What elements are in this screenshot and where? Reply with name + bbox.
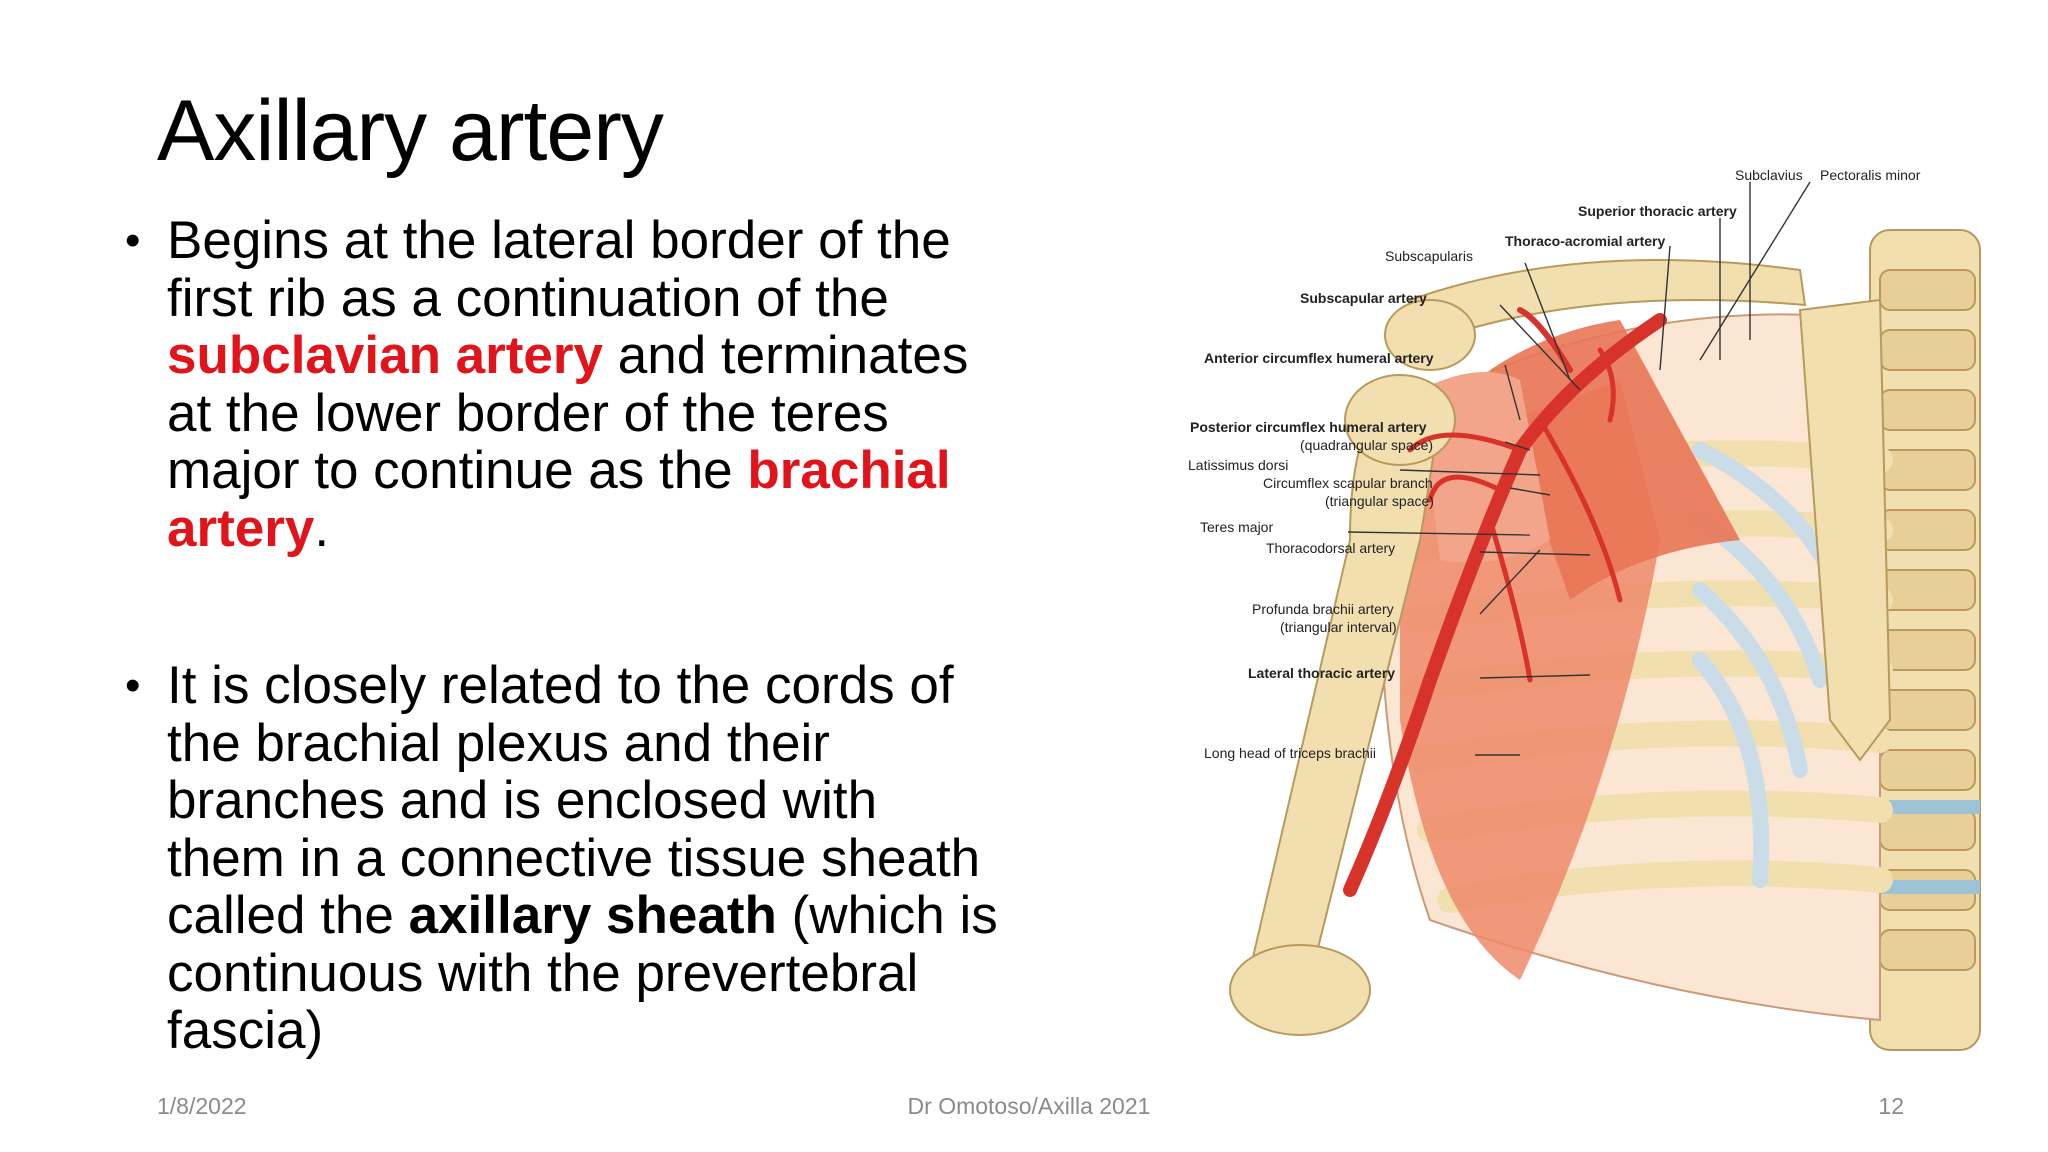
highlight-axillary-sheath: axillary sheath [408,886,777,945]
leader-lines [1347,181,1811,756]
bullet-text: . [314,498,330,558]
bullet-marker: • [125,661,141,710]
acromion [1384,299,1476,371]
label-anterior-circumflex-humeral-artery: Anterior circumflex humeral artery [1204,350,1434,366]
label-profunda-brachii-artery: Profunda brachii artery [1252,601,1394,617]
footer-date: 1/8/2022 [157,1093,247,1119]
bullet-marker: • [125,216,141,265]
arteries [1343,307,1667,897]
sternum [1798,298,1892,762]
highlight-brachial: brachial artery [167,441,951,558]
label-teres-major: Teres major [1200,519,1273,535]
label-pectoralis-minor: Pectoralis minor [1820,167,1921,183]
slide-title: Axillary artery [157,83,664,179]
label-long-head-triceps: Long head of triceps brachii [1204,745,1376,761]
label-subscapular-artery: Subscapular artery [1300,290,1427,306]
label-superior-thoracic-artery: Superior thoracic artery [1578,203,1737,219]
bullet-item: • It is closely related to the cords of … [125,657,1005,1060]
label-thoraco-acromial-artery: Thoraco-acromial artery [1505,233,1665,249]
footer-page-number: 12 [1878,1093,1904,1119]
label-quadrangular-space: (quadrangular space) [1300,437,1433,453]
highlight-subclavian: subclavian artery [167,326,604,385]
label-triangular-space: (triangular space) [1325,493,1434,509]
label-subscapularis: Subscapularis [1385,248,1473,264]
label-circumflex-scapular-branch: Circumflex scapular branch [1263,475,1433,491]
anatomy-figure: Subclavius Pectoralis minor Superior tho… [1100,120,2035,1080]
bullet-text: (which is continuous with the prevertebr… [167,886,998,1060]
anatomy-illustration: Subclavius Pectoralis minor Superior tho… [1188,167,1981,1051]
clavicle [1408,259,1807,347]
elbow [1229,944,1371,1036]
bullet-text: It is closely related to the cords of th… [167,656,981,945]
label-latissimus-dorsi: Latissimus dorsi [1188,457,1288,473]
label-thoracodorsal-artery: Thoracodorsal artery [1266,540,1395,556]
bullet-item: • Begins at the lateral border of the fi… [125,212,1005,557]
footer-author: Dr Omotoso/Axilla 2021 [907,1093,1151,1119]
bullet-text: and terminates at the lower border of th… [167,326,969,500]
bullet-text: Begins at the lateral border of the firs… [167,211,951,328]
pectoralis-minor-muscle [1490,320,1740,600]
label-posterior-circumflex-humeral-artery: Posterior circumflex humeral artery [1190,419,1427,435]
humerus-head [1344,374,1456,466]
label-subclavius: Subclavius [1735,167,1803,183]
bullet-list: • Begins at the lateral border of the fi… [125,212,1005,1060]
label-triangular-interval: (triangular interval) [1280,619,1397,635]
label-lateral-thoracic-artery: Lateral thoracic artery [1248,665,1395,681]
